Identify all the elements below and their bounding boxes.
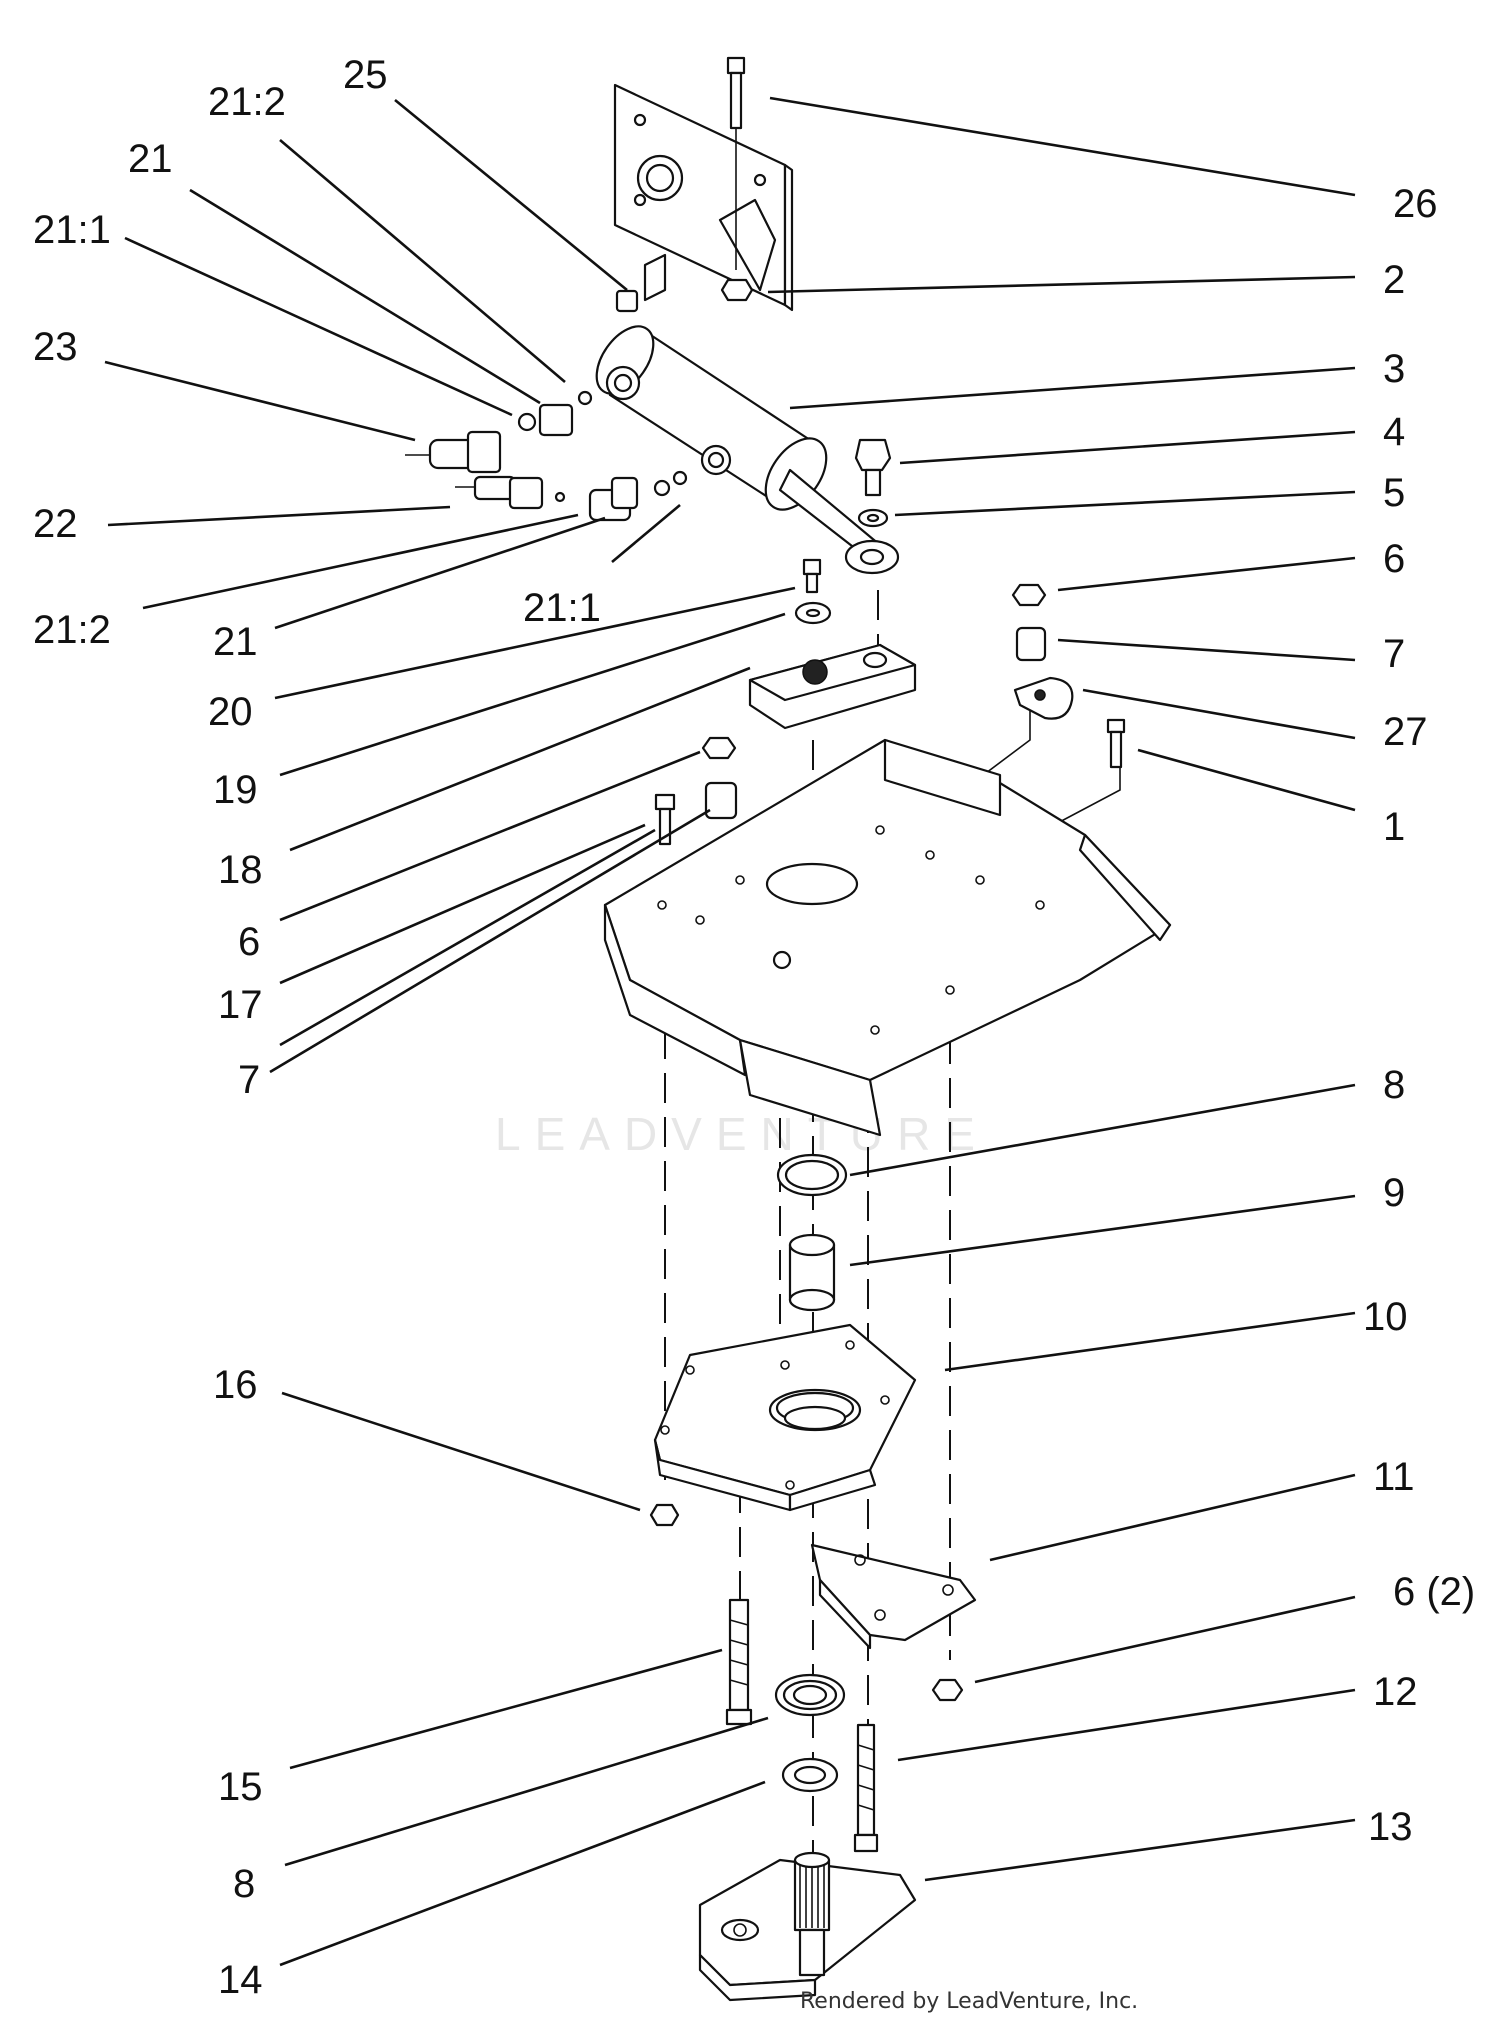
callout-21-bottom: 21	[213, 620, 258, 664]
fitting-21-lower	[554, 470, 688, 522]
nut-6-right	[1011, 583, 1047, 607]
callout-6x2: 6 (2)	[1393, 1570, 1475, 1614]
pivot-block-18	[748, 643, 917, 730]
callout-10: 10	[1363, 1295, 1408, 1339]
callout-17: 17	[218, 983, 263, 1027]
seal-14	[781, 1757, 839, 1793]
spindle-13	[698, 1851, 917, 2002]
nut-6-left	[701, 736, 737, 760]
callout-21-1-top: 21:1	[33, 208, 111, 252]
callout-14: 14	[218, 1958, 263, 2002]
bearing-8-upper	[776, 1153, 848, 1197]
base-plate-10	[653, 1323, 917, 1512]
callout-4: 4	[1383, 410, 1405, 454]
bracket-11	[810, 1543, 977, 1650]
bolt-15	[725, 1598, 753, 1726]
callout-21-top: 21	[128, 137, 173, 181]
fitting-22	[455, 475, 544, 510]
nut-16	[649, 1503, 680, 1527]
callout-7-right: 7	[1383, 632, 1405, 676]
spacer-7-right	[1015, 626, 1047, 662]
callout-9: 9	[1383, 1171, 1405, 1215]
callout-15: 15	[218, 1765, 263, 1809]
callout-6-right: 6	[1383, 537, 1405, 581]
callout-21-2-top: 21:2	[208, 80, 286, 124]
callout-13: 13	[1368, 1805, 1413, 1849]
callout-11: 11	[1373, 1455, 1415, 1499]
callout-12: 12	[1373, 1670, 1418, 1714]
bearing-8-lower	[774, 1673, 846, 1717]
bolt-12	[853, 1723, 879, 1853]
washer-19	[794, 601, 832, 625]
washer-5	[857, 508, 889, 528]
fitting-21-upper	[517, 390, 593, 437]
callout-3: 3	[1383, 347, 1405, 391]
callout-1: 1	[1383, 805, 1405, 849]
clamp-27	[1013, 676, 1074, 720]
fitting-23	[405, 430, 502, 474]
bolt-1	[1106, 718, 1126, 769]
bolt-20	[802, 558, 822, 594]
callout-16: 16	[213, 1363, 258, 1407]
callout-2: 2	[1383, 258, 1405, 302]
render-credit: Rendered by LeadVenture, Inc.	[800, 1989, 1138, 2014]
bolt-26	[726, 56, 746, 270]
callout-21-1-bottom: 21:1	[523, 586, 601, 630]
spacer-7-left	[704, 781, 738, 820]
watermark-text: LEADVENTURE	[495, 1108, 989, 1160]
callout-8-lower: 8	[233, 1862, 255, 1906]
callout-19: 19	[213, 768, 258, 812]
bolt-17	[654, 793, 676, 846]
nut-6-x2	[931, 1678, 964, 1702]
hydraulic-cylinder	[595, 325, 900, 575]
main-deck-plate	[603, 738, 1172, 1137]
callout-23: 23	[33, 325, 78, 369]
callout-5: 5	[1383, 471, 1405, 515]
cylinder-mount-bracket	[613, 83, 794, 312]
callout-26: 26	[1393, 182, 1438, 226]
callout-7-left: 7	[238, 1058, 260, 1102]
leader-lines	[104, 96, 1356, 1967]
callout-21-2-bottom: 21:2	[33, 608, 111, 652]
callout-27: 27	[1383, 710, 1428, 754]
callout-22: 22	[33, 502, 78, 546]
callout-20: 20	[208, 690, 253, 734]
callout-18: 18	[218, 848, 263, 892]
spacer-25	[615, 289, 639, 313]
bushing-9	[788, 1233, 836, 1312]
callout-labels: 26 2 3 4 5 6 7 27 1 8 9 10 11 6 (2) 12 1…	[33, 53, 1475, 2002]
callout-8-upper: 8	[1383, 1063, 1405, 1107]
callout-6-left: 6	[238, 920, 260, 964]
bolt-4	[854, 438, 892, 497]
callout-25: 25	[343, 53, 388, 97]
nut-2	[720, 278, 754, 302]
